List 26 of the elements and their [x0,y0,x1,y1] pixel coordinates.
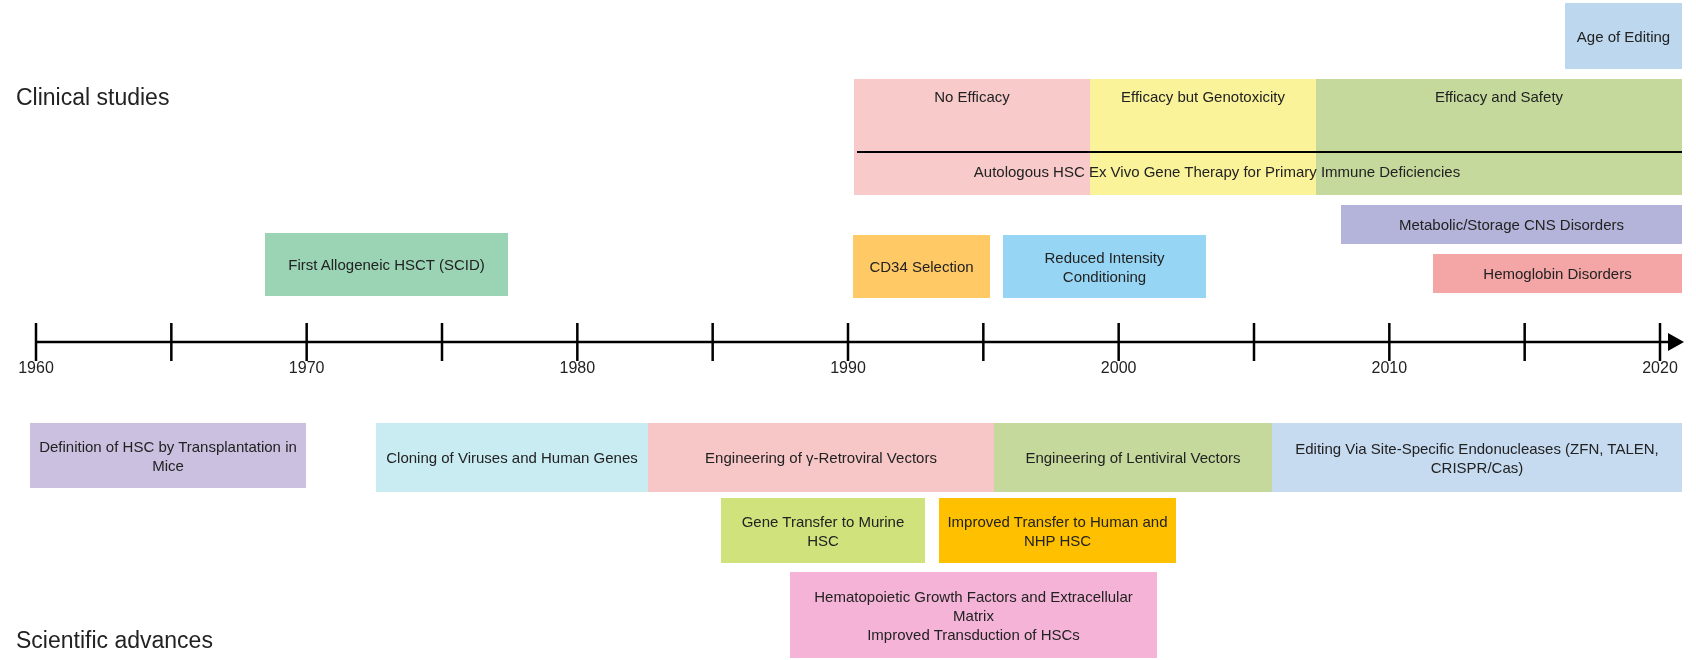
section-heading: Scientific advances [16,626,213,654]
box-text: Improved Transduction of HSCs [867,624,1080,644]
milestone-box: Engineering of Lentiviral Vectors [994,423,1272,492]
year-label: 1980 [559,358,596,378]
year-label: 1970 [288,358,325,378]
year-label: 2000 [1100,358,1137,378]
milestone-box: Editing Via Site-Specific Endonucleases (ZFN, TALEN, CRISPR/Cas) [1272,423,1682,492]
milestone-box: Cloning of Viruses and Human Genes [376,423,648,492]
milestone-box: First Allogeneic HSCT (SCID) [265,233,508,296]
era-box: Age of Editing [1565,3,1682,69]
year-label: 1960 [18,358,54,378]
milestone-box: CD34 Selection [853,235,990,298]
milestone-box [790,572,1157,658]
year-label: 2020 [1642,358,1678,378]
milestone-box: Engineering of γ-Retroviral Vectors [648,423,994,492]
milestone-box: Reduced Intensity Conditioning [1003,235,1206,298]
box-text: Hematopoietic Growth Factors and Extracellular Matrix [813,586,1134,625]
milestone-box: Gene Transfer to Murine HSC [721,498,925,563]
milestone-box: Definition of HSC by Transplantation in Mice [30,423,306,488]
milestone-box: Metabolic/Storage CNS Disorders [1341,205,1682,244]
year-label: 1990 [830,358,866,378]
milestone-box: Improved Transfer to Human and NHP HSC [939,498,1176,563]
year-label: 2010 [1371,358,1408,378]
band-caption: Autologous HSC Ex Vivo Gene Therapy for Primary Immune Deficiencies [973,161,1461,181]
milestone-box: Hemoglobin Disorders [1433,254,1682,293]
section-heading: Clinical studies [16,83,170,111]
